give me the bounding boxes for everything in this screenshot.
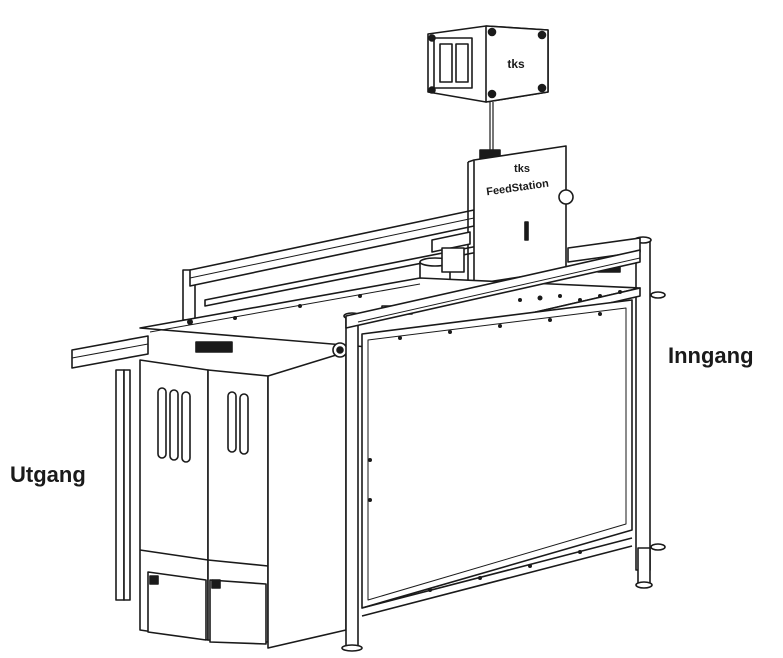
control-box-brand: tks <box>507 57 525 71</box>
back-frame <box>182 209 652 571</box>
feedstation-panel: tks FeedStation <box>467 145 574 287</box>
front-frame <box>341 249 666 652</box>
panel-brand: tks <box>514 163 530 175</box>
exit-arm <box>71 335 149 601</box>
entry-label: Inngang <box>668 343 754 368</box>
cable <box>479 102 501 161</box>
exit-gate-left <box>139 359 209 641</box>
exit-side-panel <box>267 342 348 649</box>
exit-gate-right <box>207 369 269 645</box>
control-box: tks <box>427 25 549 103</box>
exit-label: Utgang <box>10 462 86 487</box>
entry-side-panel <box>361 299 633 617</box>
